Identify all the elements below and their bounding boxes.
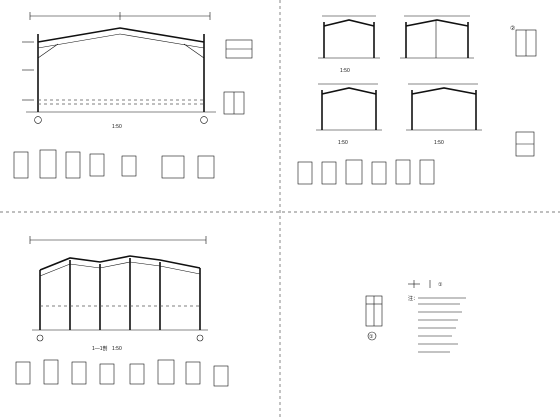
end-frame-d-scale: 1:50 xyxy=(434,140,444,146)
detail-tag-side: ② xyxy=(510,25,515,32)
multi-bay-frame xyxy=(29,236,208,342)
connection-detail xyxy=(365,295,383,327)
portal-frame-b-scale: 1:50 xyxy=(340,68,350,74)
end-frame-lower-left xyxy=(316,83,382,131)
portal-frame-a-scale: 1:50 xyxy=(112,124,122,130)
section-mark-icon xyxy=(408,280,431,288)
multi-bay-connection-details xyxy=(15,359,229,387)
end-frame-side-details xyxy=(515,29,537,157)
multi-bay-section-label: 1—1剖 xyxy=(92,345,108,352)
portal-frame-a-connection-details xyxy=(13,149,215,179)
notes-lines xyxy=(418,297,466,353)
end-frame-c-scale: 1:50 xyxy=(338,140,348,146)
notes-heading: 注： xyxy=(408,295,418,302)
end-frame-upper-right xyxy=(400,15,474,59)
detail-tag-callout: ① xyxy=(438,282,443,288)
end-frame-connection-details xyxy=(297,159,435,185)
detail-bubble-icon xyxy=(367,331,377,341)
end-frame-lower-right xyxy=(406,83,482,131)
multi-bay-scale: 1:50 xyxy=(112,346,122,352)
portal-frame-a xyxy=(22,12,216,124)
portal-frame-a-details xyxy=(223,39,253,115)
detail-tag-primary: ① xyxy=(369,334,374,340)
end-frame-upper-left xyxy=(318,15,380,59)
